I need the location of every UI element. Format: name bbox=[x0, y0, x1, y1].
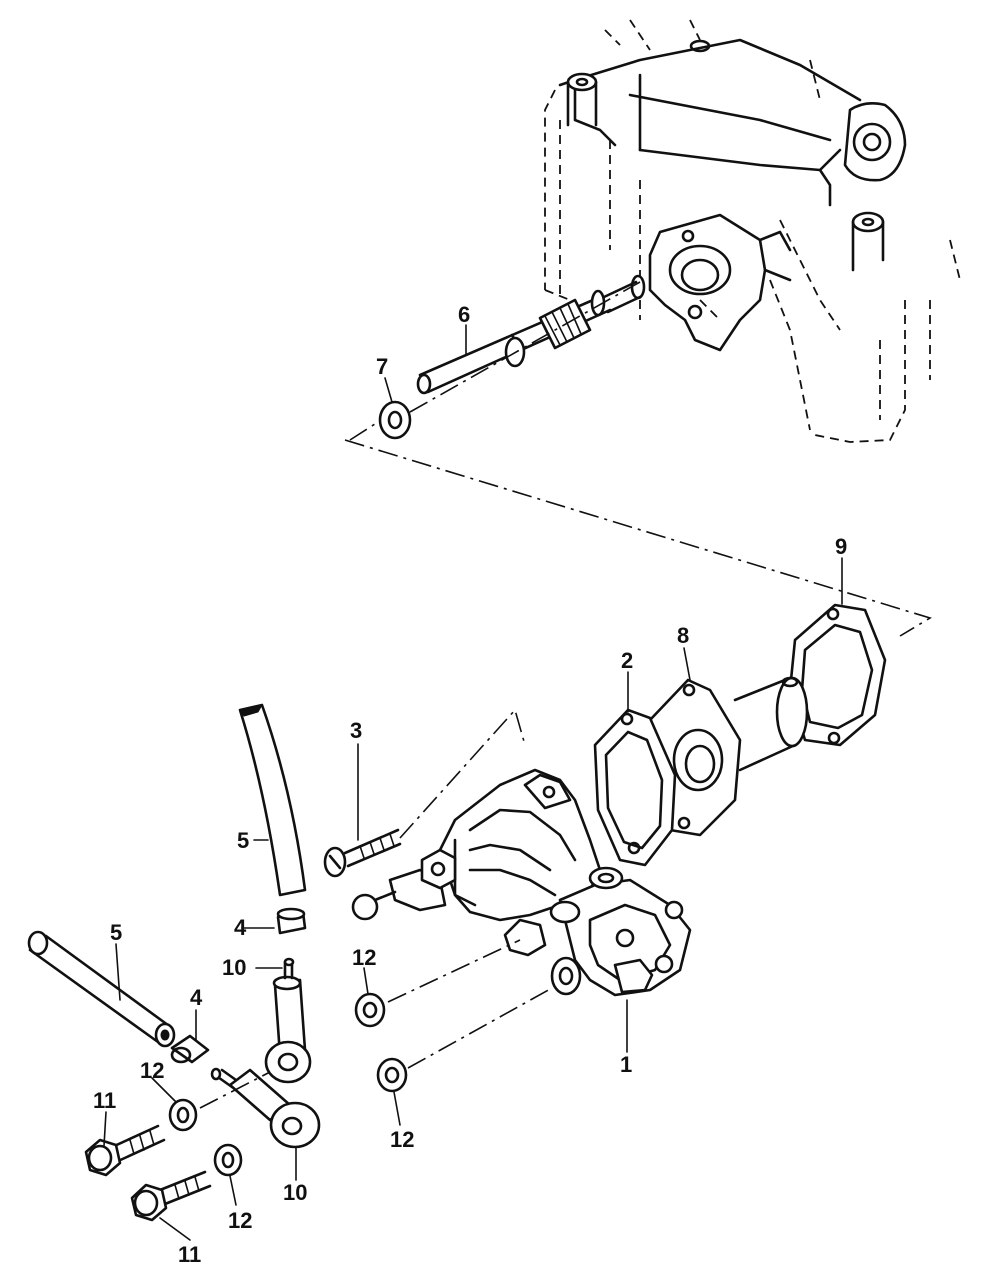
callout-9: 9 bbox=[835, 534, 847, 559]
callout-5-upper: 5 bbox=[237, 828, 249, 853]
callout-3: 3 bbox=[350, 718, 362, 743]
callout-2: 2 bbox=[621, 648, 633, 673]
callout-12-c: 12 bbox=[390, 1127, 414, 1152]
callout-10-lower: 10 bbox=[283, 1180, 307, 1205]
banjo-bolt-11-b bbox=[130, 1170, 212, 1222]
assembly-line-a bbox=[344, 439, 932, 637]
clamp-4-upper bbox=[276, 907, 307, 935]
banjo-10-upper bbox=[264, 957, 312, 1084]
callout-12-b: 12 bbox=[140, 1058, 164, 1083]
assembly-line-e bbox=[199, 1071, 271, 1109]
callout-5-lower: 5 bbox=[110, 920, 122, 945]
callout-4-lower: 4 bbox=[190, 985, 203, 1010]
pump-outlet-1 bbox=[503, 866, 692, 997]
washer-7 bbox=[378, 400, 412, 440]
washer-12-b bbox=[376, 1057, 408, 1093]
screw-3 bbox=[323, 708, 526, 878]
engine-block bbox=[544, 19, 961, 443]
washer-12-d bbox=[213, 1143, 243, 1177]
callout-10-upper: 10 bbox=[222, 955, 246, 980]
assembly-line-b bbox=[349, 281, 641, 441]
hose-5-lower bbox=[27, 930, 176, 1048]
washer-12-a bbox=[354, 992, 386, 1028]
callout-1: 1 bbox=[620, 1052, 632, 1077]
gasket-2 bbox=[593, 708, 677, 867]
callout-leaders bbox=[103, 324, 843, 1241]
callout-7: 7 bbox=[376, 354, 388, 379]
callout-11-upper: 11 bbox=[93, 1088, 116, 1113]
assembly-line-d bbox=[407, 987, 553, 1069]
assembly-line-c bbox=[387, 939, 521, 1003]
callout-11-lower: 11 bbox=[178, 1242, 201, 1267]
callout-6: 6 bbox=[458, 302, 470, 327]
hose-5-upper bbox=[238, 703, 307, 897]
banjo-10-lower bbox=[210, 1067, 321, 1149]
clamp-4-lower bbox=[170, 1034, 210, 1064]
callout-12-d: 12 bbox=[228, 1208, 252, 1233]
callout-12-a: 12 bbox=[352, 945, 376, 970]
banjo-bolt-11-a bbox=[84, 1124, 166, 1177]
washer-12-c bbox=[168, 1098, 198, 1132]
callout-8: 8 bbox=[677, 623, 689, 648]
drive-shaft-gear bbox=[416, 274, 646, 395]
callout-4-upper: 4 bbox=[234, 915, 247, 940]
